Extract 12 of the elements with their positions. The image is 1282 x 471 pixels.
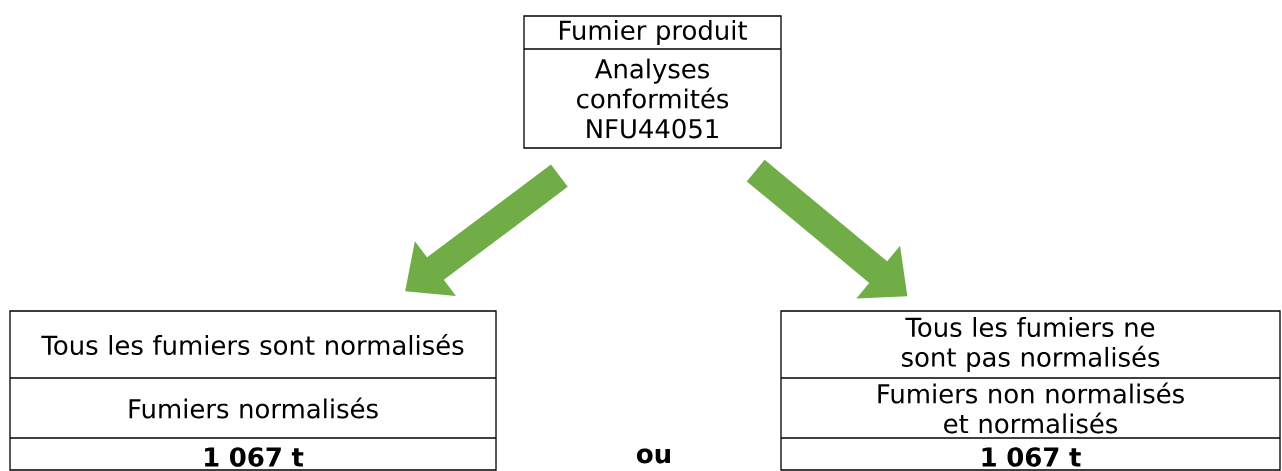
cell-text: Tous les fumiers ne sont pas normalisés: [901, 317, 1160, 372]
cell-text: Tous les fumiers sont normalisés: [41, 333, 464, 356]
cell-text: 1 067 t: [205, 447, 304, 467]
cell-text: Fumier produit: [560, 19, 747, 46]
cell-text: Fumiers normalisés: [129, 397, 378, 419]
table-box: [523, 15, 782, 149]
table-box: [9, 310, 497, 471]
table-box: [780, 310, 1281, 471]
cell-text: 1 067 t: [982, 447, 1081, 467]
cell-text: Fumiers non normalisés et normalisés: [878, 382, 1184, 434]
cell-text: Analyses conformités NFU44051: [577, 58, 729, 139]
separator-word: ou: [637, 448, 670, 464]
